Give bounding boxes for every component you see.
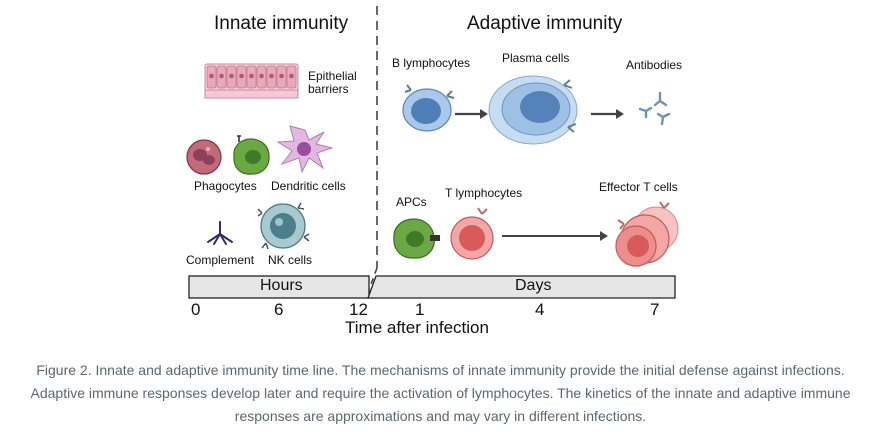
apc-icon	[393, 218, 440, 259]
innate-heading: Innate immunity	[214, 13, 349, 34]
section-divider	[365, 6, 378, 299]
t-lymphocytes-label: T lymphocytes	[445, 186, 523, 200]
tick-12-hours: 12	[349, 300, 368, 319]
tick-6-hours: 6	[274, 300, 284, 319]
plasma-cell-icon	[488, 75, 578, 145]
tick-4-days: 4	[535, 300, 545, 319]
days-bar-label: Days	[515, 277, 552, 294]
b-lymphocyte-icon	[402, 84, 455, 132]
complement-label: Complement	[186, 253, 255, 267]
hours-bar-label: Hours	[260, 277, 303, 294]
epithelial-label-line2: barriers	[308, 82, 349, 96]
epithelial-barrier-icon	[204, 63, 299, 99]
dendritic-cell-icon	[276, 125, 334, 174]
arrow-icon	[455, 109, 488, 119]
nk-cell-icon	[257, 202, 310, 250]
immunity-timeline-figure: Innate immunity Adaptive immunity Epithe…	[186, 6, 683, 337]
t-lymphocyte-icon	[450, 207, 494, 260]
b-lymphocytes-label: B lymphocytes	[392, 56, 471, 70]
axis-title: Time after infection	[345, 318, 489, 337]
epithelial-label-line1: Epithelial	[308, 69, 357, 83]
phagocyte-icon	[233, 135, 270, 175]
tick-7-days: 7	[650, 300, 660, 319]
nk-cells-label: NK cells	[268, 253, 313, 267]
arrow-icon	[591, 109, 624, 119]
figure-caption: Figure 2. Innate and adaptive immunity t…	[30, 362, 851, 424]
plasma-cells-label: Plasma cells	[502, 51, 570, 65]
phagocytes-label: Phagocytes	[194, 179, 257, 193]
antibodies-label: Antibodies	[626, 58, 683, 72]
arrow-icon	[502, 231, 608, 241]
phagocyte-icon	[186, 139, 222, 175]
timeline-bars	[188, 275, 676, 299]
antibody-icon	[638, 91, 671, 126]
complement-icon	[207, 221, 233, 245]
dendritic-cells-label: Dendritic cells	[271, 179, 346, 193]
effector-t-cells-label: Effector T cells	[599, 180, 678, 194]
adaptive-heading: Adaptive immunity	[467, 13, 623, 34]
effector-t-cell-icon	[615, 201, 679, 267]
tick-1-day: 1	[415, 300, 425, 319]
tick-0-hours: 0	[191, 300, 201, 319]
apcs-label: APCs	[396, 195, 427, 209]
